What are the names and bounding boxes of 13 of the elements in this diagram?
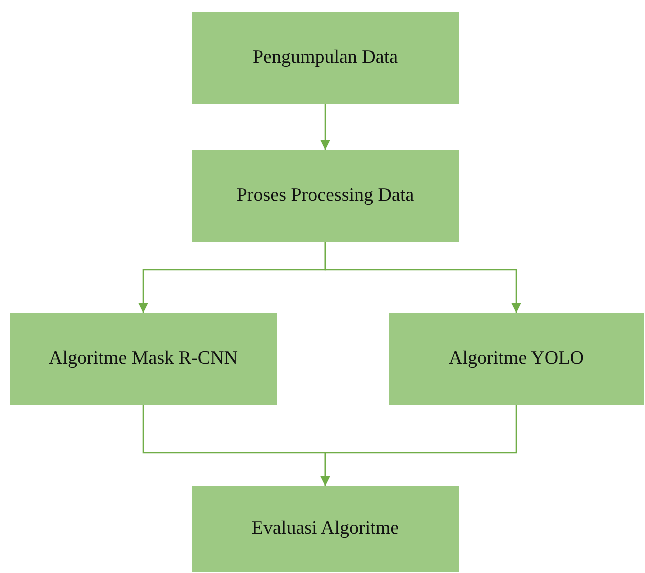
box-label: Evaluasi Algoritme (252, 518, 400, 540)
process-box (10, 313, 277, 405)
box-label: Algoritme Mask R-CNN (49, 348, 238, 370)
box-label: Algoritme YOLO (449, 348, 584, 370)
arrow (320, 405, 518, 486)
arrow (324, 242, 522, 313)
process-box (389, 313, 644, 405)
box-label: Proses Processing Data (236, 185, 414, 207)
box-label: Pengumpulan Data (252, 47, 398, 69)
process-box (192, 486, 459, 572)
process-box (192, 12, 459, 104)
arrow (320, 104, 330, 150)
process-box (192, 150, 459, 242)
